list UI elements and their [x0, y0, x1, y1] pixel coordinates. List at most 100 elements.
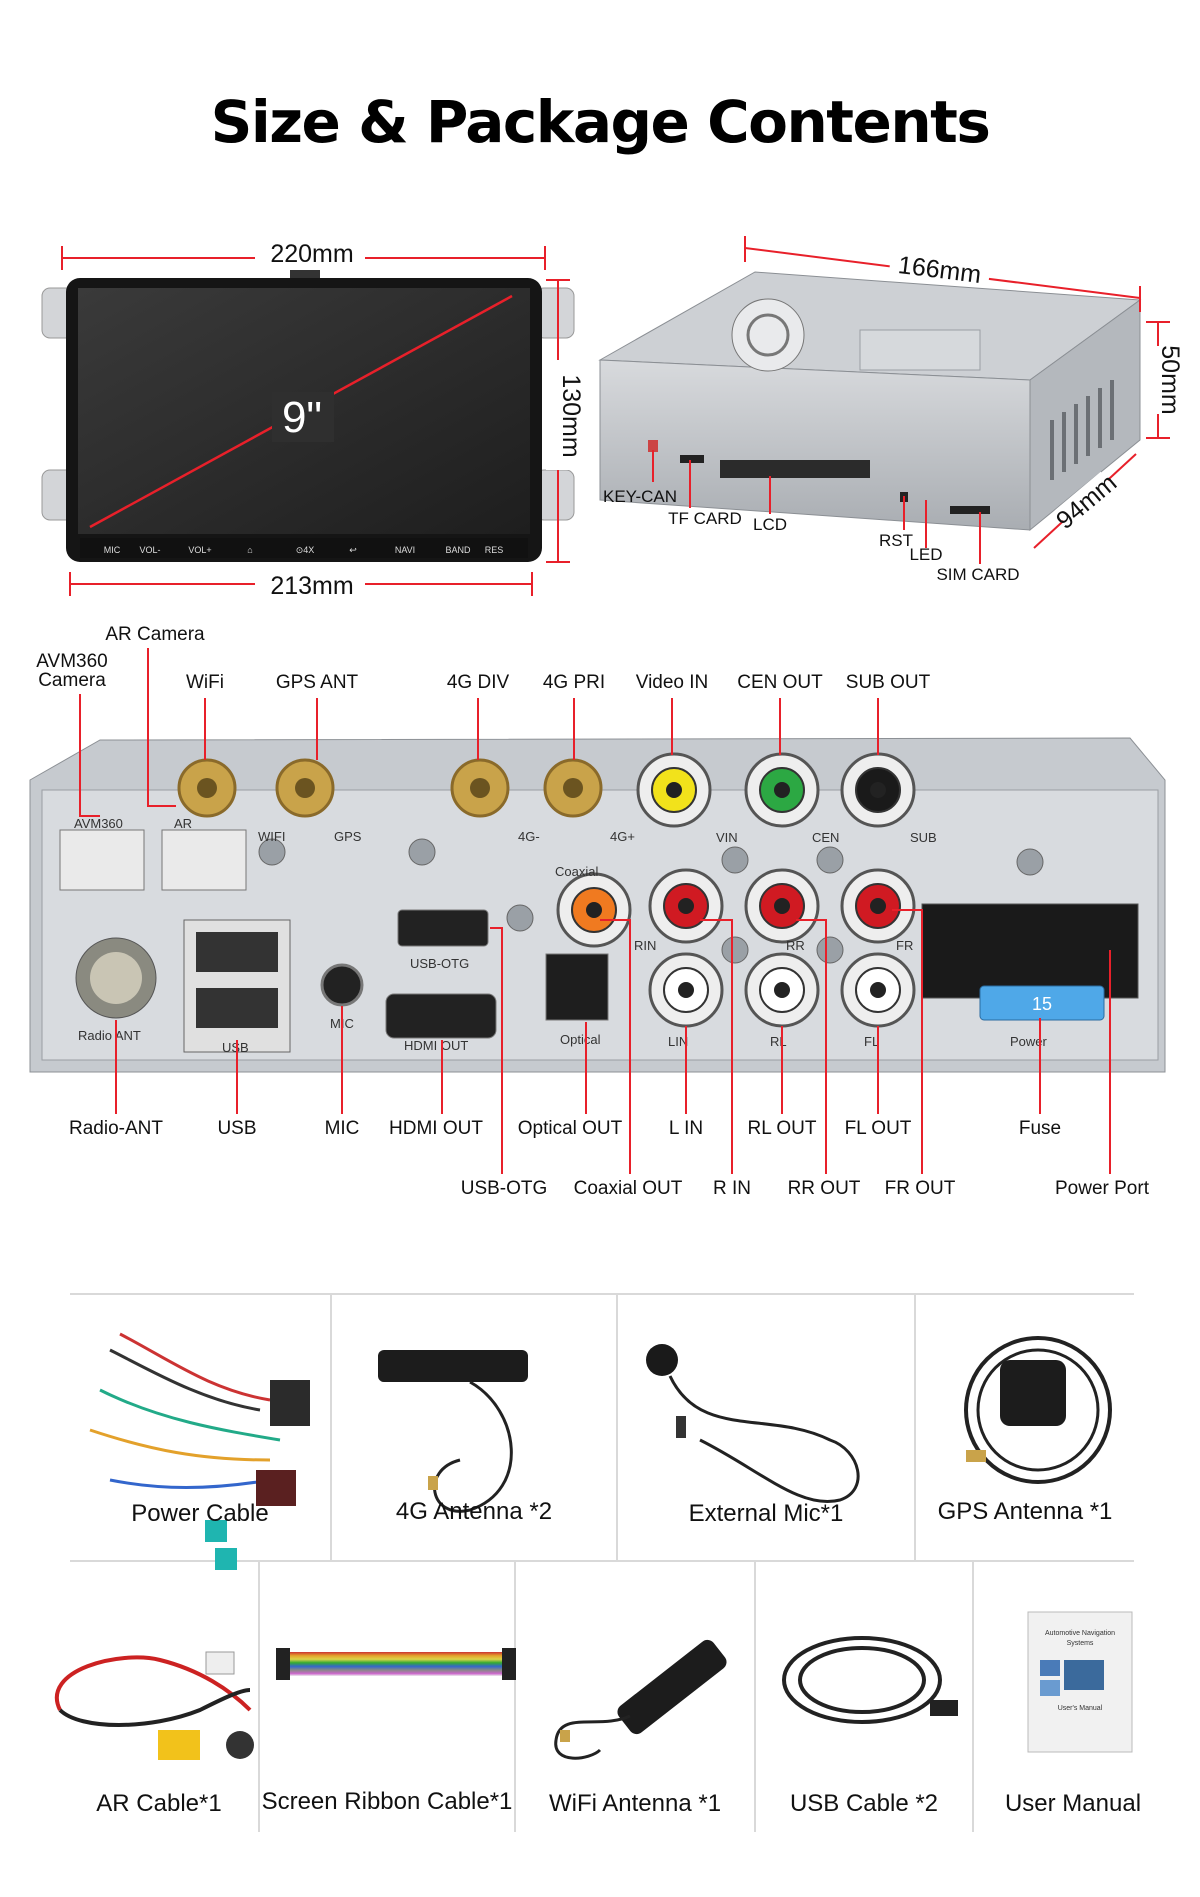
chassis-diagram: 166mm 50mm 94mm KEY-CAN TF CARD LCD RST …: [598, 236, 1184, 584]
rear-top-label: 4G PRI: [543, 672, 605, 693]
grid-line: [70, 1293, 1134, 1295]
grid-line: [258, 1562, 260, 1832]
screw: [816, 846, 844, 874]
4g-antenna-image: [378, 1350, 528, 1513]
led-label: LED: [909, 545, 942, 564]
width-bottom-label: 213mm: [270, 572, 353, 600]
package-label-gps-antenna: GPS Antenna *1: [937, 1498, 1113, 1525]
package-label-external-mic: External Mic*1: [688, 1500, 844, 1527]
ribbon-cable-image: [276, 1648, 516, 1680]
package-label-usb-cable: USB Cable *2: [789, 1790, 939, 1817]
rear-bottom-label-row2: USB-OTG: [461, 1178, 548, 1199]
front-button-label: NAVI: [395, 545, 415, 555]
rear-bottom-label-row2: R IN: [713, 1178, 751, 1199]
height-label: 130mm: [557, 374, 585, 457]
rear-bottom-label: MIC: [325, 1118, 360, 1139]
svg-text:Systems: Systems: [1067, 1640, 1094, 1647]
front-button-label: ⊙4X: [296, 545, 315, 555]
hdmi-port: [385, 993, 497, 1039]
svg-text:User's Manual: User's Manual: [1058, 1705, 1103, 1712]
grid-line: [972, 1562, 974, 1832]
screw: [258, 838, 286, 866]
usb-cable-image: [782, 1636, 958, 1724]
rear-top-label: SUB OUT: [846, 672, 931, 693]
svg-text:4G+: 4G+: [610, 829, 635, 844]
svg-text:Power: Power: [1010, 1034, 1048, 1049]
svg-text:RIN: RIN: [634, 938, 656, 953]
svg-text:SUB: SUB: [910, 830, 937, 845]
front-button-label: MIC: [104, 545, 121, 555]
svg-text:RR: RR: [786, 938, 805, 953]
front-button-label: ↩: [349, 545, 357, 555]
wifi-antenna-image: [554, 1639, 727, 1760]
rear-top-label: WiFi: [186, 672, 224, 693]
rear-bottom-label: Optical OUT: [518, 1118, 623, 1139]
grid-line: [754, 1562, 756, 1832]
screw: [1016, 848, 1044, 876]
svg-text:USB: USB: [222, 1040, 249, 1055]
front-button-label: BAND: [445, 545, 471, 555]
lcd-connector: [720, 460, 870, 478]
rear-top-label: AVM360: [36, 651, 107, 672]
avm360-connector: [59, 829, 145, 891]
rear-top-label: AR Camera: [105, 624, 205, 645]
rst-label: RST: [879, 531, 913, 550]
grid-line: [70, 1560, 1134, 1562]
rear-panel-diagram: 15 WIFI GPS 4G- 4G+ VIN CEN SUB AVM360 A…: [29, 624, 1166, 1199]
key-can-label: KEY-CAN: [603, 487, 677, 506]
rear-top-label: CEN OUT: [737, 672, 823, 693]
chassis-height-label: 50mm: [1156, 345, 1184, 414]
svg-text:HDMI OUT: HDMI OUT: [404, 1038, 468, 1053]
rear-bottom-label: L IN: [669, 1118, 703, 1139]
svg-text:VIN: VIN: [716, 830, 738, 845]
lcd-label: LCD: [753, 515, 787, 534]
svg-text:Radio ANT: Radio ANT: [78, 1028, 141, 1043]
tf-card-label: TF CARD: [668, 509, 742, 528]
grid-line: [514, 1562, 516, 1832]
page-title: Size & Package Contents: [210, 88, 991, 156]
package-images: Automotive Navigation Systems User's Man…: [55, 1332, 1133, 1760]
width-dimension-top: 220mm: [61, 240, 546, 272]
screw: [506, 904, 534, 932]
rear-top-label: 4G DIV: [447, 672, 510, 693]
mic-port: [320, 963, 364, 1007]
rear-bottom-label-row2: FR OUT: [885, 1178, 956, 1199]
rear-bottom-label: Radio-ANT: [69, 1118, 163, 1139]
grid-line: [914, 1293, 916, 1560]
rear-bottom-label-row2: Power Port: [1055, 1178, 1150, 1199]
ar-connector: [161, 829, 247, 891]
grid-line: [330, 1293, 332, 1560]
front-button-label: VOL+: [188, 545, 211, 555]
svg-text:4G-: 4G-: [518, 829, 540, 844]
svg-text:GPS: GPS: [334, 829, 362, 844]
front-button-label: RES: [485, 545, 504, 555]
rear-bottom-label: RL OUT: [748, 1118, 817, 1139]
ar-cable-image: [55, 1651, 254, 1760]
package-label-user-manual: User Manual: [1004, 1790, 1142, 1817]
screen-size-label: 9": [282, 393, 322, 442]
package-label-ar-cable: AR Cable*1: [96, 1790, 222, 1817]
svg-text:USB-OTG: USB-OTG: [410, 956, 469, 971]
svg-text:AR: AR: [174, 816, 192, 831]
width-top-label: 220mm: [270, 240, 353, 268]
rear-top-label: Camera: [38, 670, 106, 691]
rear-top-label: GPS ANT: [276, 672, 359, 693]
optical-port: [545, 953, 609, 1021]
height-dimension: 130mm: [546, 279, 585, 563]
svg-text:FL: FL: [864, 1034, 879, 1049]
screw: [721, 936, 749, 964]
package-label-ribbon-cable: Screen Ribbon Cable*1: [261, 1788, 513, 1815]
screw: [721, 846, 749, 874]
front-button-label: VOL-: [139, 545, 160, 555]
rear-bottom-label: USB: [217, 1118, 256, 1139]
rear-bottom-label-row2: Coaxial OUT: [574, 1178, 683, 1199]
svg-text:CEN: CEN: [812, 830, 839, 845]
svg-text:Coaxial: Coaxial: [555, 864, 598, 879]
svg-text:Automotive Navigation: Automotive Navigation: [1045, 1630, 1115, 1637]
svg-text:RL: RL: [770, 1034, 787, 1049]
sim-card-label: SIM CARD: [936, 565, 1019, 584]
user-manual-image: Automotive Navigation Systems User's Man…: [1027, 1611, 1133, 1753]
rear-top-label: Video IN: [636, 672, 709, 693]
package-label-wifi-antenna: WiFi Antenna *1: [548, 1790, 722, 1817]
